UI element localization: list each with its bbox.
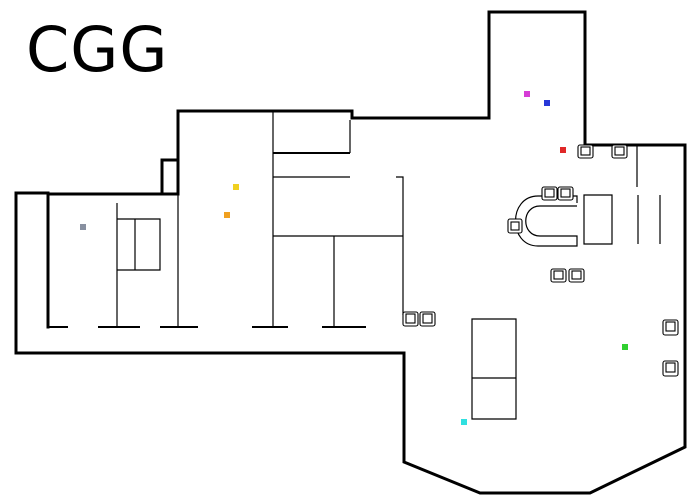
chair bbox=[568, 268, 585, 283]
small-notch bbox=[160, 158, 180, 195]
chair bbox=[557, 186, 574, 201]
chair bbox=[419, 311, 436, 327]
chair bbox=[402, 311, 419, 327]
chair bbox=[662, 360, 679, 377]
marker-blue bbox=[544, 100, 550, 106]
chair bbox=[611, 144, 628, 159]
marker-green bbox=[622, 344, 628, 350]
outer-wall bbox=[14, 10, 687, 495]
marker-magenta bbox=[524, 91, 530, 97]
chair bbox=[550, 268, 567, 283]
marker-red bbox=[560, 147, 566, 153]
chairs bbox=[402, 144, 679, 377]
chair bbox=[541, 186, 558, 201]
location-markers bbox=[80, 91, 628, 425]
center-wing-partitions bbox=[272, 111, 404, 327]
marker-gray bbox=[80, 224, 86, 230]
left-wing-partitions bbox=[48, 194, 366, 328]
chair bbox=[577, 144, 594, 159]
map-title: CGG bbox=[26, 13, 169, 86]
marker-orange bbox=[224, 212, 230, 218]
right-wing-structures bbox=[471, 145, 661, 420]
marker-yellow bbox=[233, 184, 239, 190]
chair bbox=[507, 218, 523, 234]
chair bbox=[662, 319, 679, 336]
marker-cyan bbox=[461, 419, 467, 425]
